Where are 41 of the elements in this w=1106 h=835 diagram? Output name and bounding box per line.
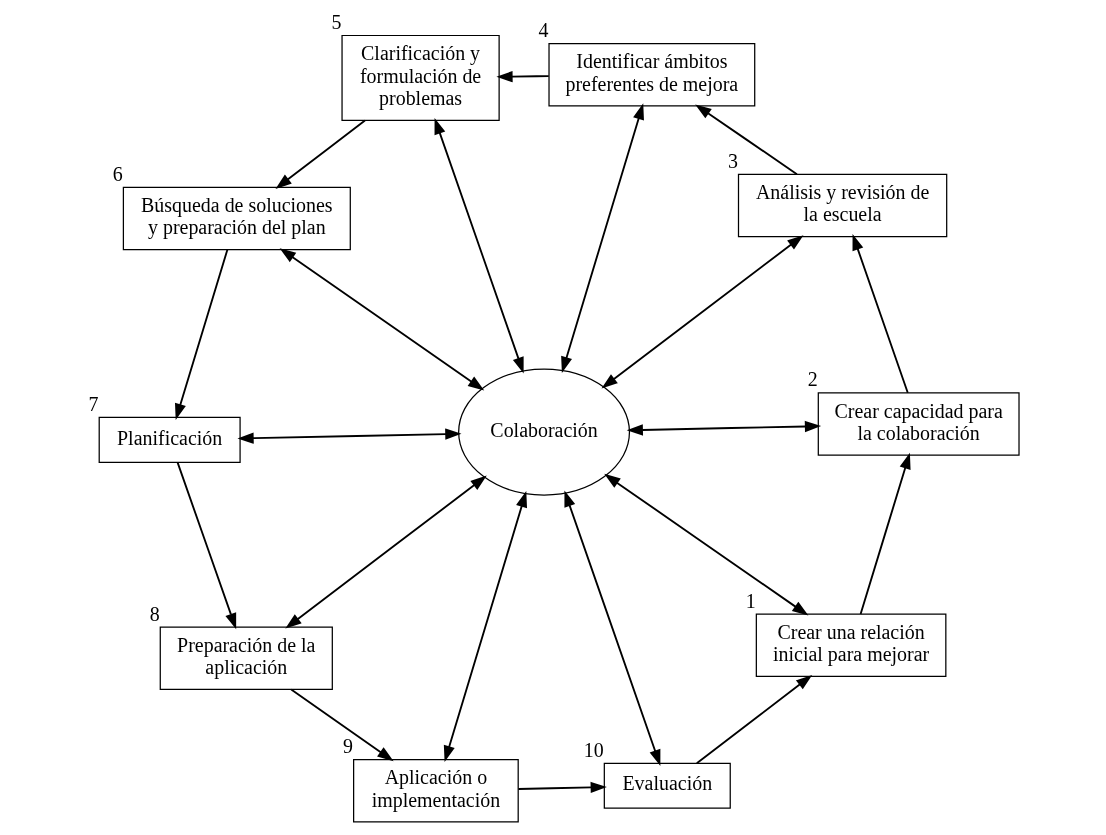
arrow [852,234,909,394]
node-label: 4 [537,19,548,42]
node-label: 3 [727,149,738,172]
node-box: Crear una relación inicial para mejorar [755,613,946,678]
arrow [284,475,487,629]
node-box: Evaluación [603,762,731,809]
node-box: Aplicación o implementación [352,759,519,823]
node-label: 2 [807,368,818,391]
arrow [859,452,911,615]
arrow [274,119,366,189]
arrow [695,674,812,765]
node-box: Planificación [98,416,241,463]
node-label: 6 [112,162,123,185]
arrow [176,461,236,630]
arrow [236,428,461,444]
node-label: 5 [330,11,341,34]
arrow [443,491,527,762]
arrow [289,688,394,762]
node-box: Búsqueda de soluciones y preparación del plan [122,186,351,251]
arrow [174,248,228,420]
node-label: 1 [745,589,756,612]
arrow [495,70,550,83]
node-box: Preparación de la aplicación [159,626,333,690]
node-box: Clarificación y formulación de problemas [340,34,500,121]
node-label: 8 [149,602,160,625]
arrow [434,117,524,374]
node-box: Crear capacidad para la colaboración [817,392,1020,456]
arrow [694,104,798,176]
node-label: 10 [583,738,604,761]
arrow [279,248,484,391]
node-ellipse: Colaboración [457,368,630,496]
arrow [626,420,821,436]
node-box: Identificar ámbitos preferentes de mejora [547,42,755,107]
arrow [563,490,660,766]
arrow [601,235,803,389]
arrow [603,473,808,616]
node-label: 7 [88,392,99,415]
node-label: 9 [342,735,353,758]
node-box: Análisis y revisión de la escuela [737,173,947,238]
arrow [560,103,644,373]
arrow [517,781,607,794]
